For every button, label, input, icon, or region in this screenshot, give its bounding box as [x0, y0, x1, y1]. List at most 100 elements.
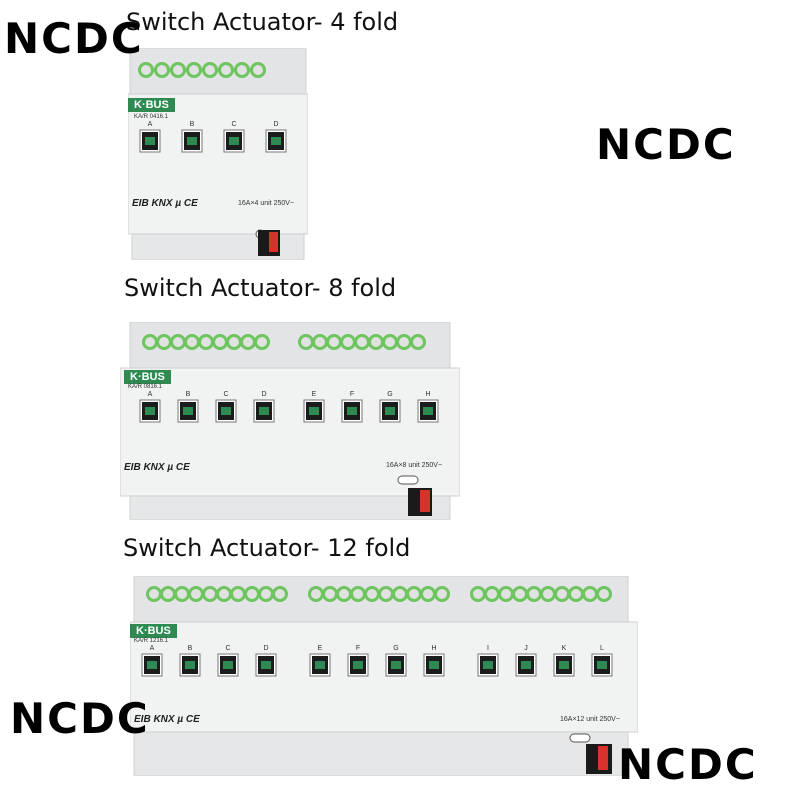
terminal-screw [434, 586, 450, 602]
channel-label-e: E [318, 645, 323, 652]
terminal-screw [184, 334, 200, 350]
terminal-screw [212, 334, 228, 350]
channel-label-e: E [312, 391, 317, 398]
terminal-screw [250, 62, 266, 78]
terminal-screw [202, 62, 218, 78]
channel-label-a: A [148, 121, 153, 128]
terminal-screw [498, 586, 514, 602]
channel-label-d: D [273, 121, 278, 128]
device-1-certification-marks: EIB KNX µ CE [132, 198, 198, 209]
terminal-screw [138, 62, 154, 78]
channel-switch-indicator [271, 137, 281, 145]
terminal-screw [392, 586, 408, 602]
channel-switch-indicator [261, 661, 271, 669]
device-3-rating: 16A×12 unit 250V~ [560, 716, 620, 723]
channel-label-g: G [393, 645, 398, 652]
channel-switch-indicator [423, 407, 433, 415]
channel-label-b: B [190, 121, 195, 128]
terminal-screw [312, 334, 328, 350]
terminal-screw [382, 334, 398, 350]
channel-label-b: B [188, 645, 193, 652]
channel-switch-indicator [597, 661, 607, 669]
channel-label-i: I [487, 645, 489, 652]
terminal-screw [202, 586, 218, 602]
channel-label-d: D [261, 391, 266, 398]
device-3-model: KA/R 1216.1 [134, 638, 169, 644]
device-1-model: KA/R 0416.1 [134, 114, 169, 120]
terminal-screw [368, 334, 384, 350]
terminal-screw [354, 334, 370, 350]
channel-label-d: D [263, 645, 268, 652]
channel-switch-indicator [145, 137, 155, 145]
terminal-screw [142, 334, 158, 350]
terminal-screw [378, 586, 394, 602]
terminal-screw [554, 586, 570, 602]
terminal-screw [160, 586, 176, 602]
terminal-screw [420, 586, 436, 602]
terminal-screw [336, 586, 352, 602]
terminal-screw [198, 334, 214, 350]
channel-label-g: G [387, 391, 392, 398]
channel-switch-indicator [187, 137, 197, 145]
device-2-brand: K·BUS [124, 370, 171, 384]
channel-switch-indicator [259, 407, 269, 415]
channel-switch-indicator [223, 661, 233, 669]
device-1-switches: A B C D [139, 121, 287, 153]
channel-switch-indicator [429, 661, 439, 669]
terminal-screw [170, 334, 186, 350]
channel-switch-indicator [221, 407, 231, 415]
channel-label-b: B [186, 391, 191, 398]
terminal-screw [512, 586, 528, 602]
channel-switch-indicator [353, 661, 363, 669]
channel-label-c: C [231, 121, 236, 128]
terminal-screw [322, 586, 338, 602]
device-2-model: KA/R 0816.1 [128, 384, 163, 390]
terminal-screw [240, 334, 256, 350]
watermark-mid-right: NCDC [596, 120, 736, 169]
channel-label-f: F [350, 391, 354, 398]
channel-switch-indicator [347, 407, 357, 415]
terminal-screw [188, 586, 204, 602]
terminal-screw [568, 586, 584, 602]
channel-label-c: C [225, 645, 230, 652]
terminal-screw [484, 586, 500, 602]
channel-label-l: L [600, 645, 604, 652]
watermark-bottom-right: NCDC [618, 740, 758, 789]
channel-switch-indicator [559, 661, 569, 669]
channel-label-j: J [524, 645, 528, 652]
terminal-screw [258, 586, 274, 602]
terminal-screw [308, 586, 324, 602]
device-2-certification-marks: EIB KNX µ CE [124, 462, 190, 473]
terminal-screw [154, 62, 170, 78]
terminal-screw [340, 334, 356, 350]
terminal-screw [174, 586, 190, 602]
channel-switch-indicator [521, 661, 531, 669]
device-1-body: A B C D [128, 48, 308, 260]
device-3-title: Switch Actuator- 12 fold [123, 534, 411, 562]
channel-switch-indicator [185, 661, 195, 669]
terminal-screw [596, 586, 612, 602]
device-1-rating: 16A×4 unit 250V~ [238, 200, 295, 207]
terminal-screw [364, 586, 380, 602]
terminal-screw [326, 334, 342, 350]
terminal-screw [396, 334, 412, 350]
terminal-screw [350, 586, 366, 602]
terminal-screw [410, 334, 426, 350]
terminal-screw [298, 334, 314, 350]
terminal-screw [540, 586, 556, 602]
terminal-screw [230, 586, 246, 602]
device-3-terminals [146, 586, 612, 602]
device-3-brand: K·BUS [130, 624, 177, 638]
device-2-terminals [142, 334, 426, 350]
channel-switch-indicator [145, 407, 155, 415]
channel-switch-indicator [483, 661, 493, 669]
channel-label-h: H [425, 391, 430, 398]
terminal-screw [170, 62, 186, 78]
